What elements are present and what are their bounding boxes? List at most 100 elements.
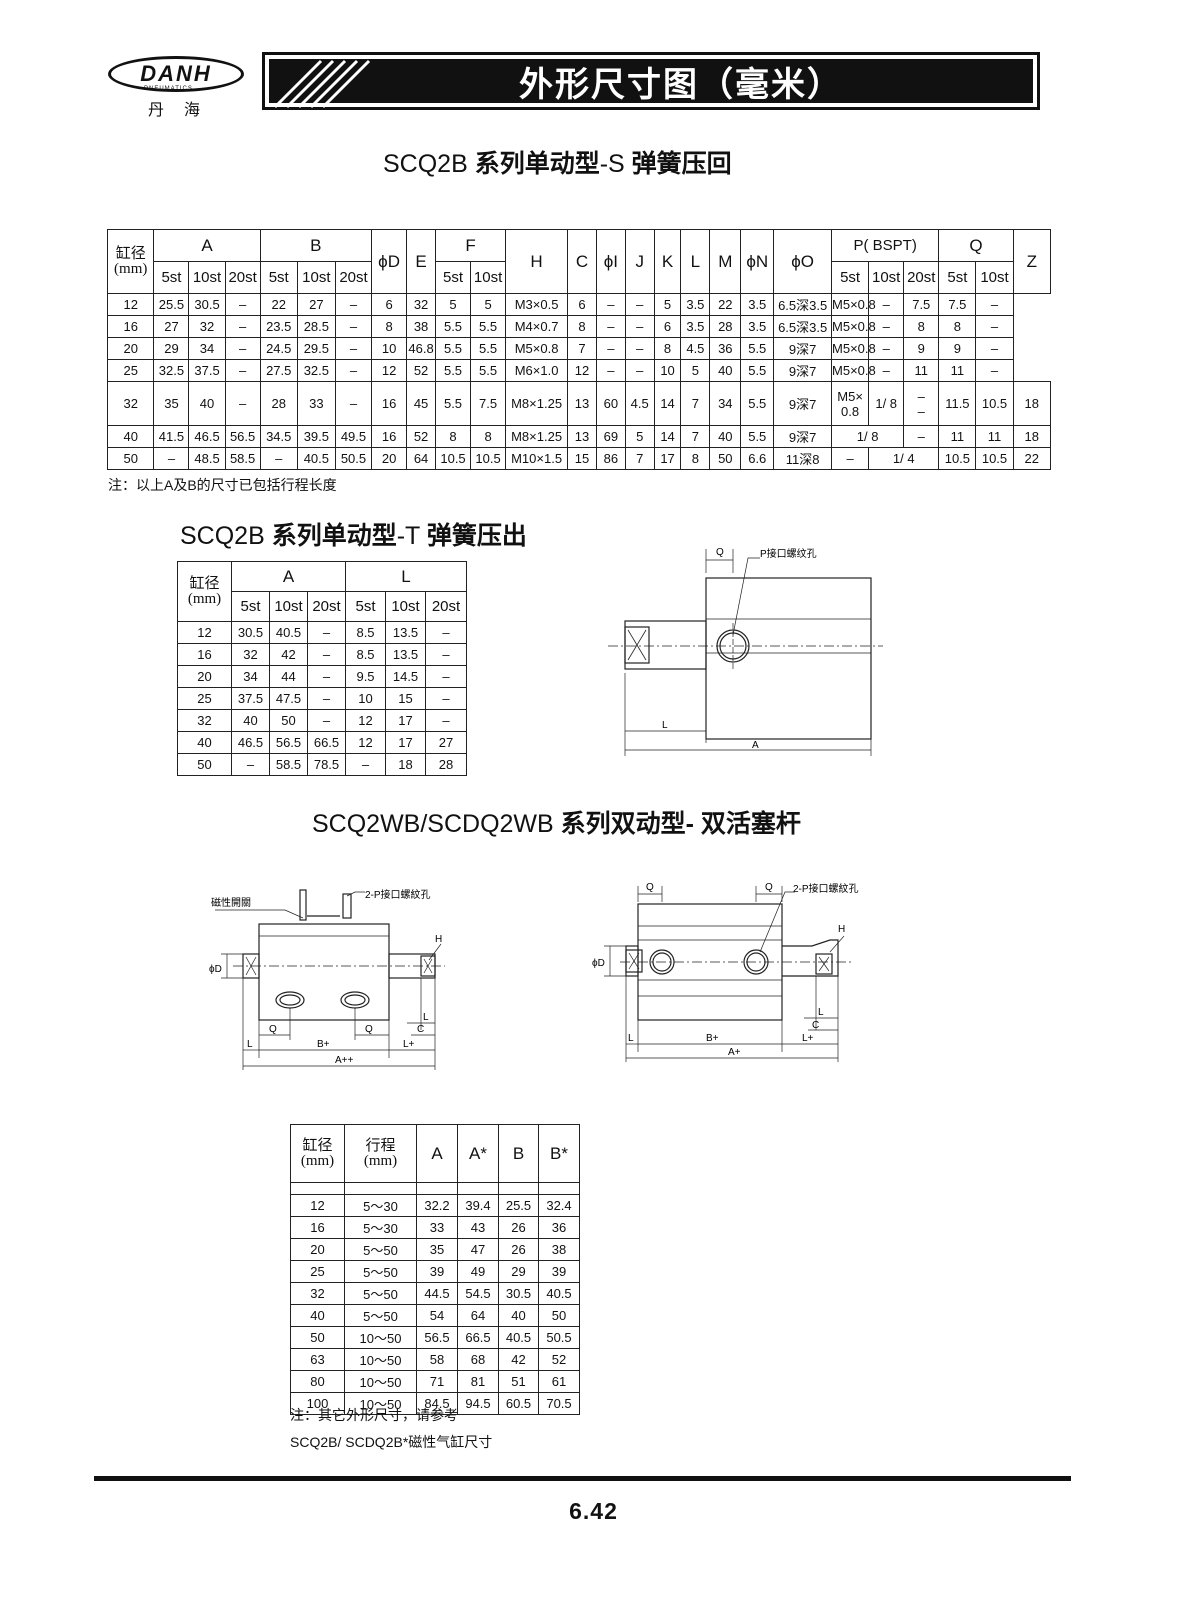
table-cell: 47 (457, 1238, 499, 1261)
table-cell: 50 (106, 447, 155, 470)
table-cell: 17 (385, 709, 427, 732)
table-cell: 5 (653, 293, 682, 316)
table-cell: – (595, 315, 626, 338)
table-cell: 40 (188, 381, 226, 426)
table-cell: 44 (269, 665, 308, 688)
label-2p: 2-P接口螺紋孔 (365, 888, 431, 901)
table-cell: 47.5 (269, 687, 308, 710)
table-cell: 61 (538, 1370, 580, 1393)
section1-note: 注：以上A及B的尺寸已包括行程长度 (108, 477, 337, 493)
spec-table-t: 缸径 (mm) A L 5st 10st 20st 5st 10st 20st … (177, 561, 468, 776)
table-cell: 11 (975, 425, 1014, 448)
table-cell: 5.5 (740, 381, 775, 426)
table-cell: 69 (595, 425, 626, 448)
col-d: ϕD (371, 229, 408, 294)
col-p: P( BSPT) (831, 229, 940, 262)
table-cell: 29 (498, 1260, 539, 1283)
table-cell: 56.5 (224, 425, 261, 448)
table-cell: 20 (106, 337, 155, 360)
table-cell: – (975, 337, 1014, 360)
w-col-b-star: B* (538, 1124, 580, 1183)
table-cell: 7.5 (903, 293, 940, 316)
table-cell: 40.5 (269, 621, 308, 644)
table-cell: – (306, 621, 347, 644)
table-cell: 28.5 (296, 315, 336, 338)
table-cell: – (624, 359, 655, 382)
table-cell: 60.5 (498, 1392, 539, 1415)
label-l-plus: L+ (802, 1033, 814, 1044)
table-cell: 32.4 (538, 1194, 580, 1217)
table-cell: 8.5 (345, 621, 387, 644)
table-cell: – (153, 447, 190, 470)
t-col-a-5st: 5st (231, 591, 270, 622)
label-b-plus: B+ (706, 1033, 719, 1044)
label-c: C (812, 1020, 819, 1031)
table-cell: M3×0.5 (505, 293, 569, 316)
table-cell: 3.5 (680, 293, 711, 316)
table-cell: 8 (567, 315, 597, 338)
table-cell: – (224, 293, 261, 316)
page-number: 6.42 (569, 1498, 618, 1524)
table-cell: 50 (709, 447, 742, 470)
section1-title: SCQ2B 系列单动型-S 弹簧压回 (383, 150, 732, 178)
label-magnetic-switch: 磁性開關 (211, 896, 251, 909)
table-cell: 6 (567, 293, 597, 316)
table-cell: – (595, 293, 626, 316)
label-b-plus: B+ (317, 1039, 330, 1050)
table-cell: – (595, 337, 626, 360)
table-cell: 5～50 (344, 1282, 417, 1305)
table-cell: 18 (385, 753, 427, 776)
t-col-l-20st: 20st (425, 591, 468, 622)
table-cell: 27 (296, 293, 336, 316)
table-cell: M5×0.8 (831, 359, 876, 382)
table-cell: 1/ 4 (868, 447, 940, 470)
table-cell: 25 (106, 359, 155, 382)
label-d: ϕD (592, 958, 605, 969)
diagram-double-rod: Q Q 2-P接口螺紋孔 H ϕD L C L B+ L+ A+ (592, 882, 859, 1062)
table-cell: 32.5 (153, 359, 190, 382)
table-cell: 16 (290, 1216, 345, 1239)
table-cell: 32.2 (416, 1194, 458, 1217)
label-q2: Q (765, 882, 773, 893)
diagram-double-rod-with-switch: 磁性開關 2-P接口螺紋孔 H ϕD Q Q L C L B+ L+ A++ (209, 888, 445, 1070)
table-cell: 52 (538, 1348, 580, 1371)
table-cell: 9深7 (773, 425, 833, 448)
table-cell: – (425, 643, 468, 666)
col-a: A (153, 229, 261, 262)
table-cell: 9.5 (345, 665, 387, 688)
spec-table-s: 缸径 (mm) A B ϕD E F H C ϕI J K L M ϕN ϕO … (106, 229, 1052, 470)
brand-logo: DANH PNEUMATICS 丹海 (108, 50, 248, 120)
section3-note-2: SCQ2B/ SCDQ2B*磁性气缸尺寸 (290, 1434, 493, 1450)
table-cell: 38 (538, 1238, 580, 1261)
col-b-20st: 20st (334, 261, 373, 294)
table-cell: 38 (406, 315, 436, 338)
table-cell: 4.5 (624, 381, 655, 426)
table-cell: – (334, 381, 373, 426)
col-q-10st: 10st (975, 261, 1014, 294)
table-cell: 32 (177, 709, 232, 732)
table-cell: 39 (416, 1260, 458, 1283)
table-cell: 68 (457, 1348, 499, 1371)
table-cell: 34 (188, 337, 226, 360)
table-cell: M8×1.25 (505, 425, 569, 448)
table-cell: – (224, 337, 261, 360)
table-cell: 9深7 (773, 337, 833, 360)
table-cell: 12 (567, 359, 597, 382)
table-cell: 40.5 (538, 1282, 580, 1305)
table-cell: 10.5 (470, 447, 507, 470)
table-cell: 66.5 (306, 731, 347, 754)
table-cell: 16 (371, 381, 408, 426)
table-cell: 7.5 (938, 293, 977, 316)
table-cell: 42 (498, 1348, 539, 1371)
table-cell: 8 (680, 447, 711, 470)
table-cell: 13.5 (385, 621, 427, 644)
table-cell: 5.5 (470, 359, 507, 382)
table-cell: 70.5 (538, 1392, 580, 1415)
table-cell: 7 (624, 447, 655, 470)
